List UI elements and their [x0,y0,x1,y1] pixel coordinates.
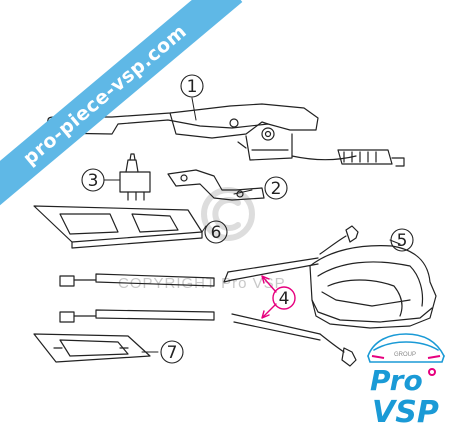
svg-text:4: 4 [279,289,290,309]
gasket-plate [33,333,151,363]
svg-text:3: 3 [88,171,99,191]
leader-lines [103,97,401,353]
logo-line1: Pro [370,364,423,397]
callout-1: 1 [180,74,204,98]
svg-text:7: 7 [167,343,178,363]
car-icon [367,333,445,363]
logo-dot-icon [428,368,436,376]
callout-3: 3 [81,168,105,192]
brake-cables [59,225,359,367]
callout-4: 4 [272,286,296,310]
trim-plate [33,205,203,249]
copyright-text: COPYRIGHT Pro VSP [118,275,286,292]
mounting-bracket [167,169,265,201]
callout-2: 2 [264,176,288,200]
callout-arrows [261,275,277,319]
logo-small-text: GROUP [394,352,416,358]
brake-switch [119,153,151,201]
headlight-icon [371,355,441,359]
svg-text:6: 6 [211,223,222,243]
pro-vsp-logo: GROUP Pro VSP [354,326,458,430]
callout-5: 5 [390,228,414,252]
logo-graphic: GROUP Pro VSP [367,333,445,430]
svg-text:1: 1 [187,77,198,97]
svg-text:2: 2 [271,179,282,199]
callout-6: 6 [204,220,228,244]
callout-7: 7 [160,340,184,364]
svg-text:5: 5 [397,231,408,251]
logo-line2: VSP [372,395,439,430]
lever-gaiter [309,245,437,329]
